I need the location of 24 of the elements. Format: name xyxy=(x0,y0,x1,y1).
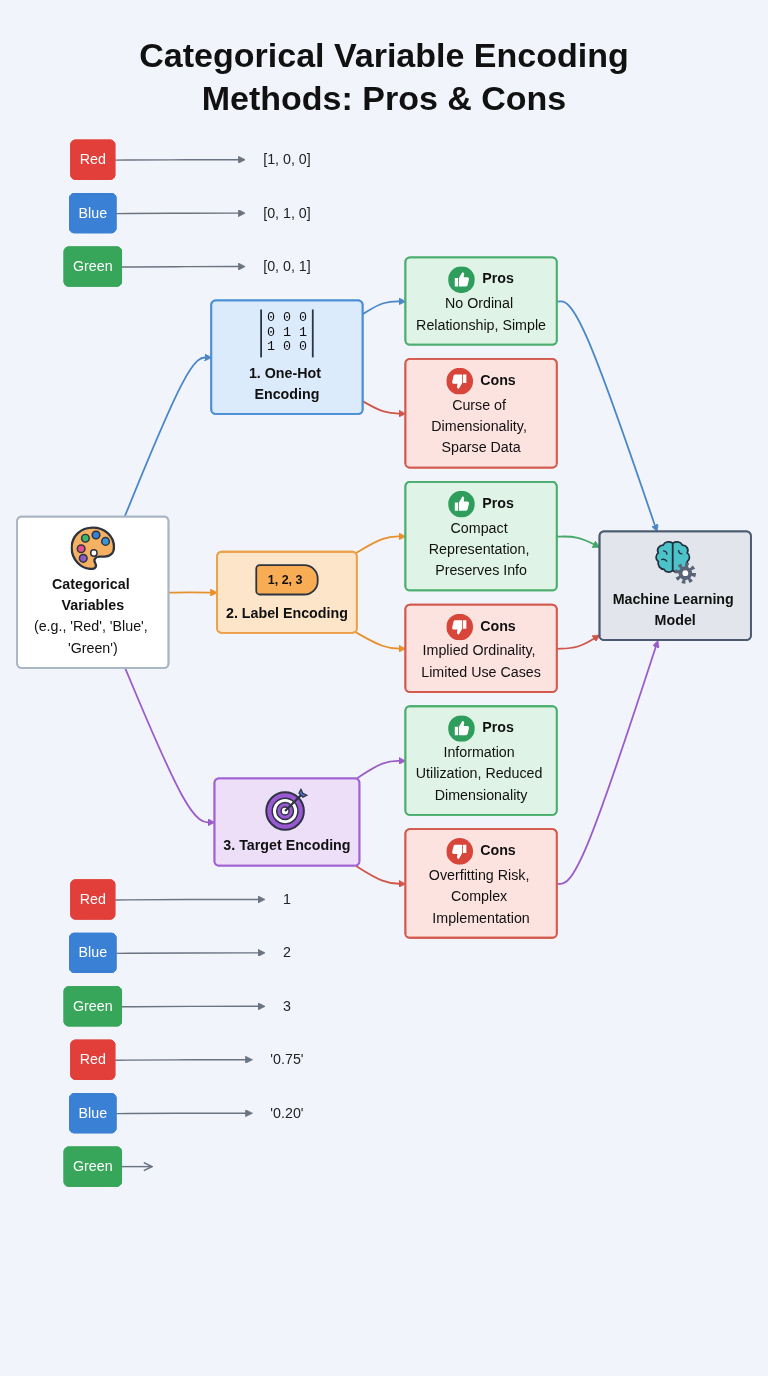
node-text: 1 xyxy=(282,891,291,907)
arrow xyxy=(556,640,660,885)
matrix-text: 0 0 0 0 1 1 1 0 0 xyxy=(259,309,314,357)
node-text: '0.20' xyxy=(270,1105,304,1121)
arrow xyxy=(121,262,246,271)
node-text: [0, 1, 0] xyxy=(263,205,311,221)
arrow xyxy=(121,1002,266,1011)
arrow xyxy=(556,300,659,533)
arrow xyxy=(168,588,218,597)
arrow xyxy=(114,895,266,904)
node-text: [0, 0, 1] xyxy=(263,258,311,274)
arrow xyxy=(115,949,266,957)
arrow xyxy=(120,1161,153,1172)
node-text: 3 xyxy=(282,998,291,1014)
node-text: 2 xyxy=(282,944,291,961)
arrow xyxy=(115,209,246,218)
arrow xyxy=(115,1109,253,1118)
tag-label: 1, 2, 3 xyxy=(255,564,319,596)
arrow xyxy=(114,155,246,164)
arrow xyxy=(114,1055,253,1064)
node-text: '0.75' xyxy=(270,1051,304,1067)
diagram-title: Categorical Variable Encoding Methods: Pros & Cons xyxy=(138,35,630,119)
arrow xyxy=(556,634,601,650)
node-text: [1, 0, 0] xyxy=(263,151,311,167)
